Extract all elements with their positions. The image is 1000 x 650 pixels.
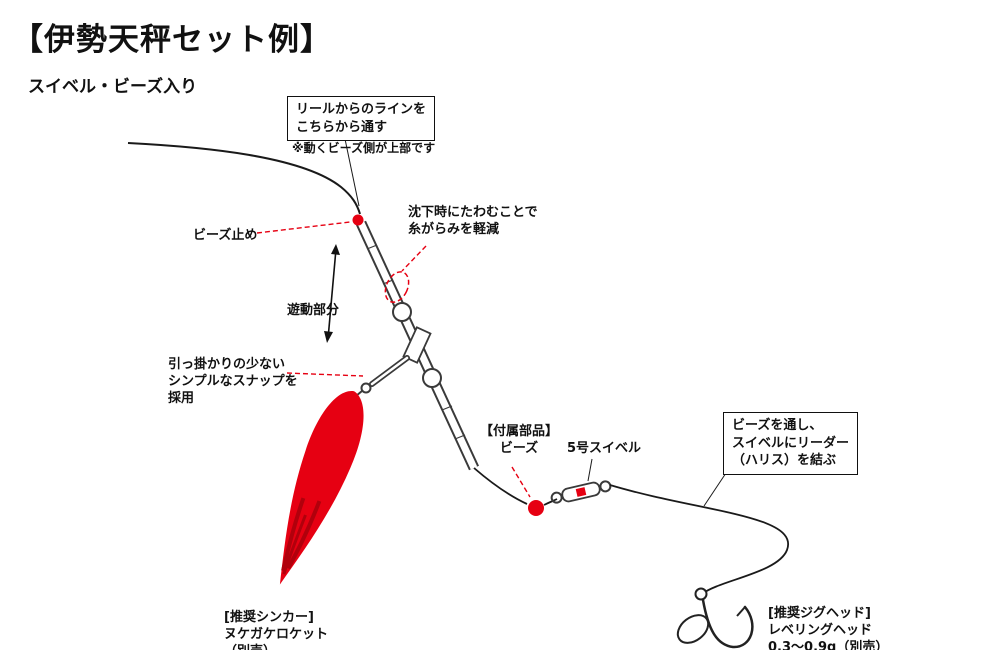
flex-note-line2: 糸がらみを軽減 <box>408 221 500 237</box>
rocket-sinker-body <box>279 391 364 585</box>
swivel-graphic <box>550 480 612 504</box>
sliding-section-arrow <box>324 244 340 343</box>
included-part-label: 【付属部品】 ビーズ <box>477 424 561 458</box>
rocket-sinker <box>279 391 364 585</box>
leader-box-pointer <box>703 469 729 507</box>
flex-note-label: 沈下時にたわむことで 糸がらみを軽減 <box>408 205 538 239</box>
page-subtitle: スイベル・ビーズ入り <box>28 77 198 97</box>
snap-note-label: 引っ掛かりの少ない シンプルなスナップを 採用 <box>168 357 298 408</box>
snap-note-line2: シンプルなスナップを <box>168 373 298 389</box>
leader-callout-line3: （ハリス）を結ぶ <box>732 453 837 469</box>
bead-to-swivel-line <box>543 498 558 506</box>
sinker-label: [推奨シンカー] ヌケガケロケット （別売） <box>224 610 328 650</box>
tube-bead-upper <box>392 302 412 322</box>
reel-box-pointer-line <box>344 138 360 207</box>
rocket-sinker-streaks <box>281 497 322 575</box>
sinker-label-line2: ヌケガケロケット <box>224 626 329 642</box>
swivel-label-pointer <box>587 458 593 482</box>
included-part-line2: ビーズ <box>499 440 539 456</box>
jighead-eye-ring <box>694 587 708 601</box>
sinker-label-line3: （別売） <box>224 644 328 650</box>
flex-note-line1: 沈下時にたわむことで <box>408 205 538 220</box>
snap-note-line3: 採用 <box>168 390 195 406</box>
page-title: 【伊勢天秤セット例】 <box>12 22 332 58</box>
sliding-section-label: 遊動部分 <box>287 303 340 318</box>
bead-stopper-label: ビーズ止め <box>193 228 258 243</box>
included-bead-pointer <box>511 466 531 498</box>
snap-arm-inner <box>370 356 409 386</box>
included-part-line1: 【付属部品】 <box>479 424 558 439</box>
tube-bead-lower <box>422 368 442 388</box>
dashed-pointer-lines <box>256 221 531 498</box>
jighead-graphic <box>676 587 754 649</box>
snap-note-line1: 引っ掛かりの少ない <box>168 357 286 372</box>
jighead-label-line2: レベリングヘッド <box>768 622 873 638</box>
jighead-hook-barb <box>736 606 746 617</box>
bead-stopper-pointer <box>256 221 351 234</box>
reel-line-callout-line1: リールからのラインを <box>296 102 427 117</box>
jighead-label-line1: [推奨ジグヘッド] <box>768 606 871 621</box>
jighead-label-line3: 0.3〜0.9g（別売） <box>768 639 889 650</box>
bead-stopper-dot <box>352 214 364 226</box>
leader-callout-line1: ビーズを通し、 <box>732 418 823 433</box>
flex-highlight <box>384 271 410 303</box>
sinker-label-line1: [推奨シンカー] <box>224 610 314 625</box>
snap-note-pointer <box>286 372 364 377</box>
jighead-hook <box>701 598 754 649</box>
slider-sleeve <box>402 326 432 364</box>
jighead-label: [推奨ジグヘッド] レベリングヘッド 0.3〜0.9g（別売） <box>768 606 888 650</box>
flex-note-pointer <box>401 245 427 272</box>
swivel-label: 5号スイベル <box>567 441 642 456</box>
snap-ring <box>360 382 372 394</box>
reel-line-note: ※動くビーズ側が上部です <box>292 141 436 155</box>
leader-callout-line2: スイベルにリーダー <box>732 435 850 451</box>
tube-to-bead-line <box>473 467 528 505</box>
reel-line-callout-box: リールからのラインを こちらから通す <box>287 96 436 142</box>
attachment-bead <box>528 500 544 516</box>
leader-line <box>609 484 790 595</box>
reel-line <box>127 142 361 215</box>
reel-line-callout-line2: こちらから通す <box>296 119 388 135</box>
leader-callout-box: ビーズを通し、 スイベルにリーダー （ハリス）を結ぶ <box>723 412 859 475</box>
